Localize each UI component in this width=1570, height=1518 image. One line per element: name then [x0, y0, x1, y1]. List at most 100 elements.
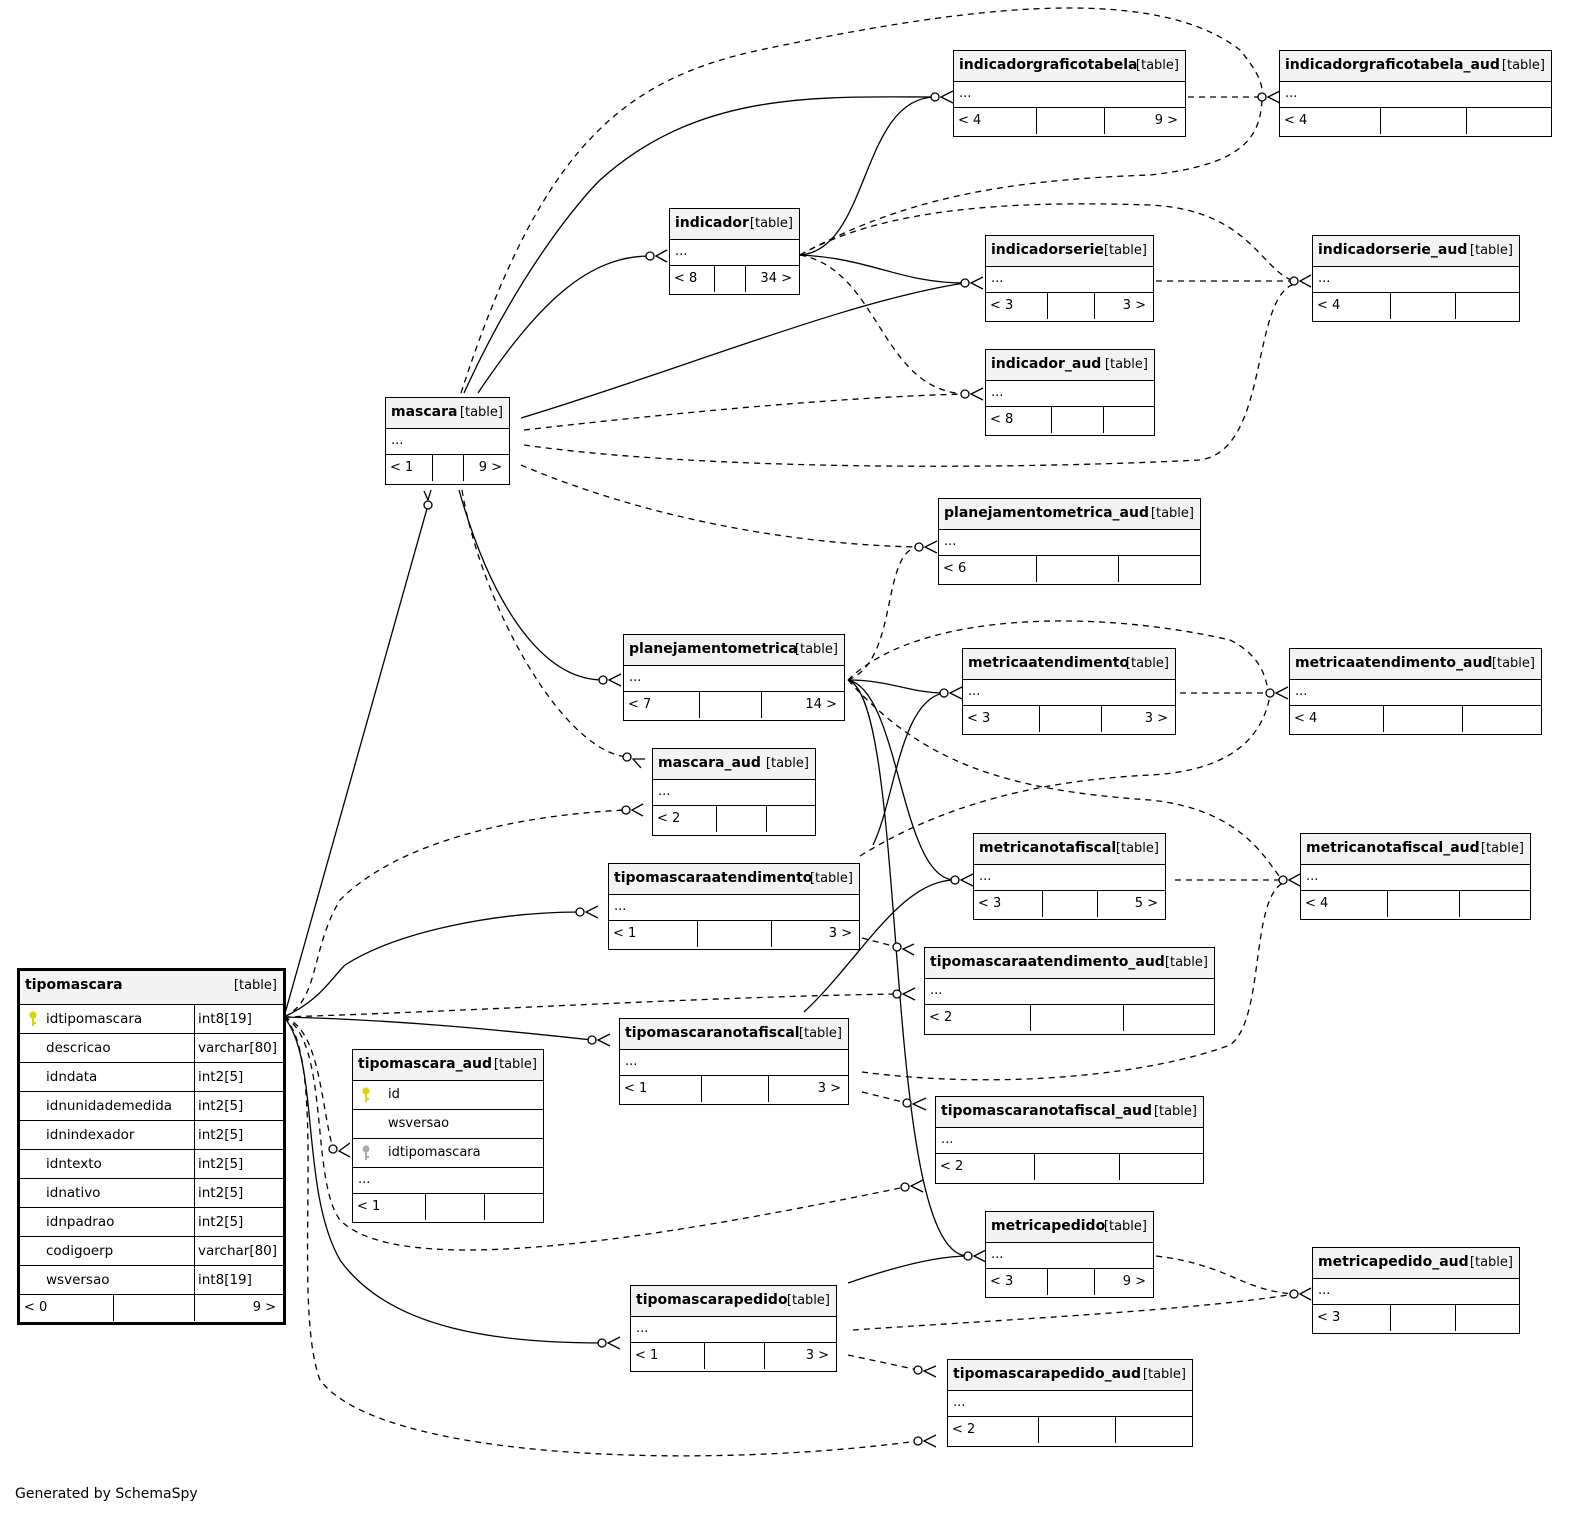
children-link[interactable]: 3 > — [1144, 711, 1168, 726]
children-link[interactable]: 5 > — [1134, 896, 1158, 911]
crowfoot — [901, 943, 915, 956]
marker — [1265, 688, 1275, 698]
column-row[interactable]: idtipomascara int8[19] — [20, 1005, 283, 1034]
table-metricapedido-aud[interactable]: metricapedido_aud[table] ... < 3 — [1312, 1247, 1520, 1334]
elided-columns: ... — [986, 381, 1154, 407]
table-tipomascara-aud[interactable]: tipomascara_aud [table] id wsversao idti… — [352, 1049, 544, 1223]
parents-link[interactable]: < 1 — [613, 926, 637, 941]
parents-link[interactable]: < 2 — [952, 1422, 976, 1437]
table-header: mascara_aud[table] — [653, 749, 815, 780]
column-row[interactable]: wsversao — [353, 1110, 543, 1139]
table-tipomascaranotafiscal-aud[interactable]: tipomascaranotafiscal_aud[table] ... < 2 — [935, 1096, 1204, 1184]
parents-link[interactable]: < 3 — [967, 711, 991, 726]
children-link[interactable]: 34 > — [760, 271, 792, 286]
parents-link[interactable]: < 2 — [929, 1010, 953, 1025]
table-name: indicador — [675, 215, 749, 231]
cell-divider — [1387, 891, 1388, 917]
column-name: codigoerp — [46, 1243, 114, 1259]
children-link[interactable]: 9 > — [1122, 1274, 1146, 1289]
table-name: metricanotafiscal — [979, 840, 1117, 856]
parents-link[interactable]: < 1 — [635, 1348, 659, 1363]
marker — [621, 805, 631, 815]
table-tipomascaraatendimento-aud[interactable]: tipomascaraatendimento_aud[table] ... < … — [924, 947, 1215, 1035]
parents-link[interactable]: < 6 — [943, 561, 967, 576]
cell-divider — [699, 692, 700, 718]
table-tag: [table] — [1104, 357, 1148, 372]
table-metricanotafiscal-aud[interactable]: metricanotafiscal_aud[table] ... < 4 — [1300, 833, 1531, 920]
table-name: indicador_aud — [991, 356, 1102, 372]
marker — [598, 675, 608, 685]
children-link[interactable]: 9 > — [252, 1300, 276, 1315]
parents-link[interactable]: < 2 — [657, 811, 681, 826]
parents-link[interactable]: < 3 — [990, 1274, 1014, 1289]
parents-link[interactable]: < 3 — [1317, 1310, 1341, 1325]
children-link[interactable]: 9 > — [478, 460, 502, 475]
table-indicadorserie-aud[interactable]: indicadorserie_aud[table] ... < 4 — [1312, 235, 1520, 322]
children-link[interactable]: 3 > — [805, 1348, 829, 1363]
table-metricaatendimento-aud[interactable]: metricaatendimento_aud[table] ... < 4 — [1289, 648, 1542, 735]
parents-link[interactable]: < 0 — [24, 1300, 48, 1315]
table-header: metricaatendimento_aud[table] — [1290, 649, 1541, 680]
parents-link[interactable]: < 2 — [940, 1159, 964, 1174]
parents-link[interactable]: < 8 — [674, 271, 698, 286]
parents-link[interactable]: < 4 — [958, 113, 982, 128]
table-indicador-aud[interactable]: indicador_aud[table] ... < 8 — [985, 349, 1155, 436]
column-type: int2[5] — [194, 1063, 243, 1091]
table-footer: < 3 — [1313, 1305, 1519, 1331]
parents-link[interactable]: < 4 — [1284, 113, 1308, 128]
parents-link[interactable]: < 8 — [990, 412, 1014, 427]
parents-link[interactable]: < 4 — [1305, 896, 1329, 911]
parents-link[interactable]: < 1 — [390, 460, 414, 475]
parents-link[interactable]: < 3 — [990, 298, 1014, 313]
crowfoot — [596, 1033, 611, 1047]
cell-divider — [1466, 108, 1467, 134]
elided-columns: ... — [1280, 82, 1551, 108]
parents-link[interactable]: < 7 — [628, 697, 652, 712]
table-name: metricapedido_aud — [1318, 1254, 1469, 1270]
table-indicadorgraficotabela-aud[interactable]: indicadorgraficotabela_aud[table] ... < … — [1279, 50, 1552, 137]
table-mascara-aud[interactable]: mascara_aud[table] ... < 2 — [652, 748, 816, 836]
table-tipomascarapedido-aud[interactable]: tipomascarapedido_aud[table] ... < 2 — [947, 1359, 1193, 1447]
rel-indicador-indicadorserie-aud — [799, 203, 1295, 282]
parents-link[interactable]: < 3 — [978, 896, 1002, 911]
column-name: descricao — [46, 1040, 111, 1056]
table-footer: < 4 — [1313, 293, 1519, 319]
parents-link[interactable]: < 4 — [1294, 711, 1318, 726]
elided-columns: ... — [353, 1168, 543, 1194]
parents-link[interactable]: < 4 — [1317, 298, 1341, 313]
marker — [892, 989, 902, 999]
table-planejamentometrica-aud[interactable]: planejamentometrica_aud[table] ... < 6 — [938, 498, 1201, 585]
children-link[interactable]: 3 > — [828, 926, 852, 941]
table-name: metricanotafiscal_aud — [1306, 840, 1480, 856]
table-tipomascara[interactable]: tipomascara [table] idtipomascara int8[1… — [17, 968, 286, 1325]
column-row[interactable]: idtipomascara — [353, 1139, 543, 1168]
cell-divider — [745, 266, 746, 292]
parents-link[interactable]: < 1 — [357, 1199, 381, 1214]
children-link[interactable]: 3 > — [1122, 298, 1146, 313]
column-row[interactable]: id — [353, 1081, 543, 1110]
children-link[interactable]: 9 > — [1154, 113, 1178, 128]
parents-link[interactable]: < 1 — [624, 1081, 648, 1096]
children-link[interactable]: 14 > — [805, 697, 837, 712]
children-link[interactable]: 3 > — [817, 1081, 841, 1096]
